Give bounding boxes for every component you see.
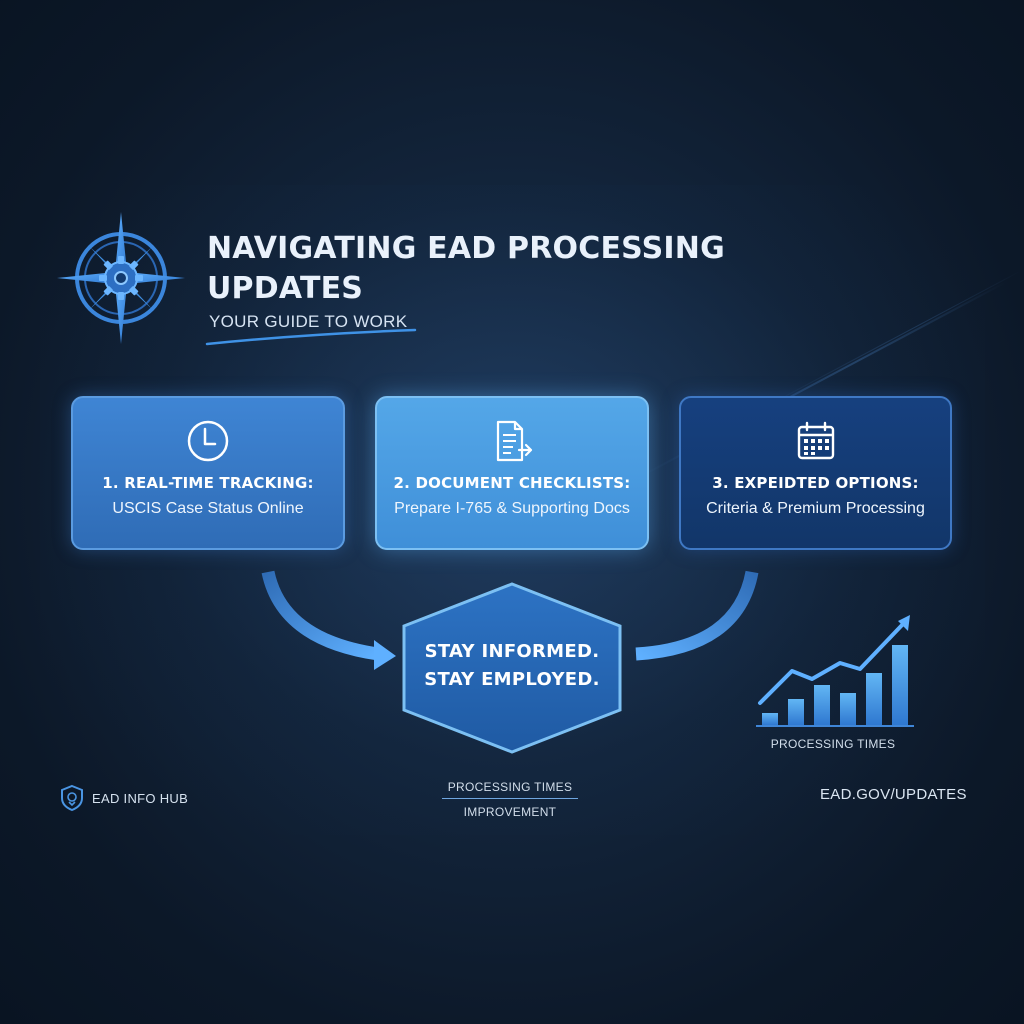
divider [442, 798, 578, 799]
card-document-checklists: 2. DOCUMENT CHECKLISTS: Prepare I-765 & … [375, 396, 649, 550]
document-arrow-icon [496, 420, 533, 462]
card-expedited-options: 3. EXPEIDTED OPTIONS: Criteria & Premium… [679, 396, 952, 550]
page-title: NAVIGATING EAD PROCESSING UPDATES [207, 229, 767, 309]
card-heading: 1. REAL-TIME TRACKING: [102, 474, 314, 492]
center-line-2: STAY EMPLOYED. [424, 669, 600, 690]
card-heading: 2. DOCUMENT CHECKLISTS: [393, 474, 631, 492]
shield-icon [61, 784, 83, 812]
center-hexagon [402, 582, 622, 754]
arrow-head-icon [374, 640, 396, 670]
left-connector-arrow [261, 570, 379, 661]
calendar-icon [797, 421, 834, 460]
footer-center-caption: PROCESSING TIMES IMPROVEMENT [435, 780, 585, 819]
right-connector-arrow [635, 570, 759, 661]
card-real-time-tracking: 1. REAL-TIME TRACKING: USCIS Case Status… [71, 396, 345, 550]
trend-up-icon [756, 615, 914, 727]
footer-center-line-2: IMPROVEMENT [463, 805, 557, 819]
light-streak [757, 269, 1023, 412]
chart-caption: PROCESSING TIMES [770, 737, 896, 751]
clock-icon [187, 420, 229, 462]
footer-url-link[interactable]: EAD.GOV/UPDATES [820, 786, 967, 803]
card-body: Criteria & Premium Processing [706, 500, 925, 517]
title-line-1: NAVIGATING EAD PROCESSING [207, 231, 725, 266]
center-line-1: STAY INFORMED. [424, 641, 600, 662]
card-heading: 3. EXPEIDTED OPTIONS: [712, 474, 919, 492]
subtitle-underline [205, 328, 417, 346]
center-message: STAY INFORMED. STAY EMPLOYED. [400, 638, 624, 694]
footer-center-line-1: PROCESSING TIMES [447, 780, 573, 794]
footer-brand-label: EAD INFO HUB [92, 790, 189, 806]
subtitle: YOUR GUIDE TO WORK [209, 312, 408, 331]
footer-brand: EAD INFO HUB [60, 784, 188, 812]
title-line-2: UPDATES [207, 271, 364, 306]
card-body: USCIS Case Status Online [112, 500, 304, 517]
card-body: Prepare I-765 & Supporting Docs [394, 500, 630, 517]
compass-gear-icon [57, 212, 185, 344]
